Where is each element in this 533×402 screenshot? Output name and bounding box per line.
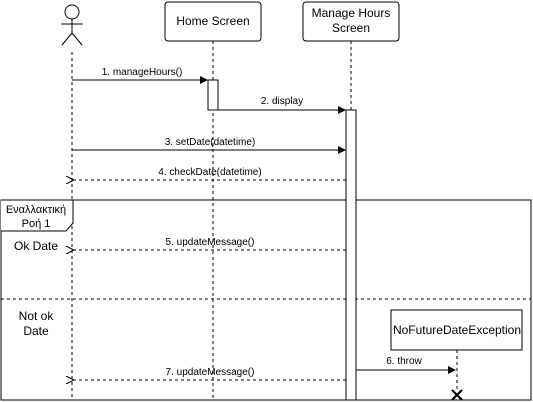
alt-fragment-tab-line1: Εναλλακτική <box>6 204 66 216</box>
actor-figure <box>61 4 83 46</box>
message-7-label: 7. updateMessage() <box>166 367 255 378</box>
manage-hours-label-line2: Screen <box>332 21 370 35</box>
message-4-label: 4. checkDate(datetime) <box>158 167 261 178</box>
manage-hours-label-line1: Manage Hours <box>312 6 391 20</box>
guard-ok-date: Ok Date <box>14 239 58 253</box>
guard-not-ok-line2: Date <box>23 324 49 338</box>
message-6-label: 6. throw <box>386 356 422 367</box>
message-2-label: 2. display <box>261 96 303 107</box>
alt-fragment-frame <box>0 199 532 401</box>
lifelines <box>71 41 458 400</box>
message-3-label: 3. setDate(datetime) <box>165 137 256 148</box>
guard-not-ok-line1: Not ok <box>19 309 55 323</box>
message-5-label: 5. updateMessage() <box>166 237 255 248</box>
message-1-label: 1. manageHours() <box>102 67 183 78</box>
alt-fragment-tab-line2: Ροή 1 <box>22 218 51 230</box>
home-screen-label: Home Screen <box>176 14 249 28</box>
home-activation-bar <box>207 79 219 111</box>
destroy-x-icon <box>451 389 463 401</box>
manage-activation-bar <box>345 109 357 401</box>
exception-label: NoFutureDateException <box>393 323 521 337</box>
exception-box <box>390 309 523 351</box>
alt-fragment-tab <box>1 199 74 232</box>
